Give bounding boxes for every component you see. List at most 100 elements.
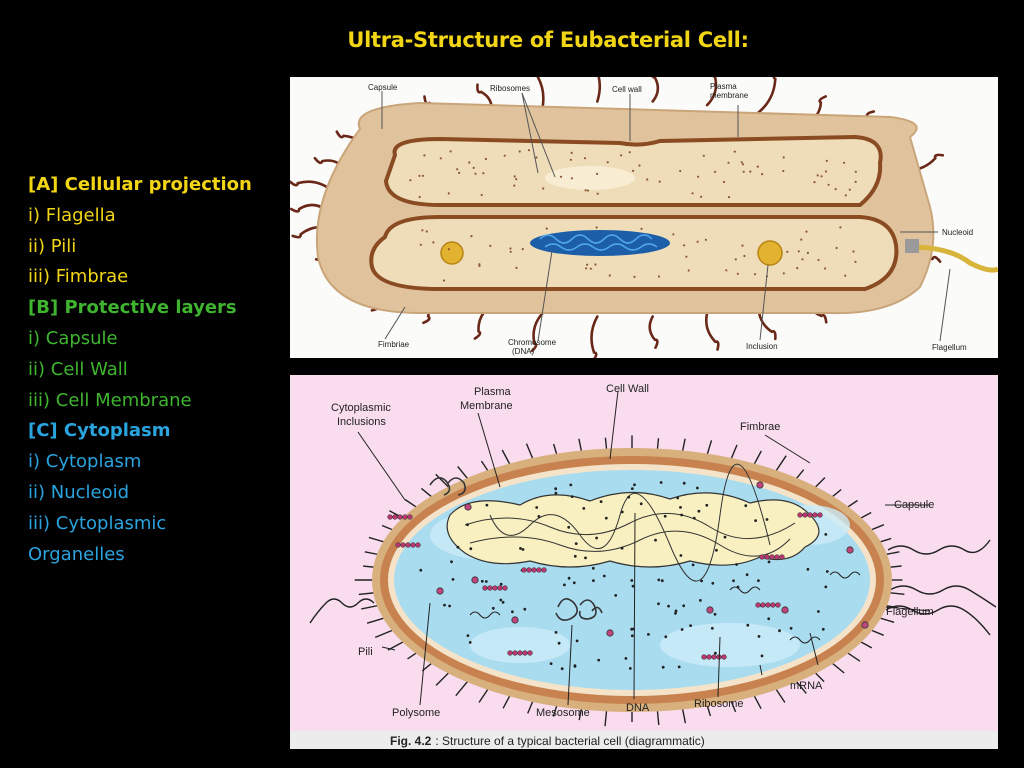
ribosome: [511, 610, 514, 614]
ribosome: [817, 258, 820, 262]
label-fimbriae: Fimbriae: [378, 340, 410, 349]
ribosome: [470, 235, 473, 238]
ribosome: [654, 538, 657, 542]
ribosome: [443, 603, 446, 607]
ribosome: [599, 500, 603, 503]
polysome-ribosome: [492, 585, 498, 591]
label-mrna: mRNA: [790, 680, 823, 692]
ribosome: [825, 570, 829, 573]
ribosome: [451, 578, 455, 581]
ribosome: [569, 483, 573, 487]
flagellum: [651, 77, 660, 103]
ribosome: [456, 168, 459, 171]
ribosome: [482, 172, 485, 175]
mesosome: [429, 477, 466, 496]
ribosome: [592, 579, 595, 582]
ribosome: [657, 275, 661, 278]
ribosome: [725, 269, 728, 272]
polysome-ribosome: [502, 585, 508, 591]
ribosome: [789, 626, 793, 630]
section-a-item: iii) Fimbrae: [28, 266, 129, 288]
label-dna: DNA: [626, 702, 650, 714]
mrna-strand: [789, 636, 821, 644]
ribosome: [509, 247, 512, 250]
caption-strip: [290, 731, 998, 749]
section-c-item: ii) Nucleoid: [28, 481, 130, 503]
ribosome: [674, 609, 678, 613]
polysome-ribosome: [797, 512, 803, 518]
ribosome: [824, 170, 828, 173]
cytoplasmic-inclusion: [756, 481, 764, 489]
ribosome: [485, 503, 489, 507]
ribosome: [745, 573, 749, 577]
ribosome: [447, 248, 450, 251]
polysome-ribosome: [755, 602, 761, 608]
ribosome: [608, 274, 611, 277]
cytoplasm-patch: [545, 166, 635, 190]
label-polysome: Polysome: [392, 707, 440, 719]
ribosome: [638, 164, 641, 167]
ribosome: [620, 510, 624, 514]
ribosome: [570, 177, 573, 180]
ribosome: [816, 174, 819, 177]
flagellum: [596, 77, 602, 103]
ribosome: [765, 518, 769, 521]
cytoplasmic-inclusion: [464, 503, 472, 511]
ribosome: [545, 227, 548, 230]
ribosome: [572, 581, 576, 585]
ribosome: [499, 598, 503, 602]
ribosome: [418, 174, 421, 177]
ribosome: [515, 178, 518, 181]
ribosome: [722, 180, 726, 184]
ribosome: [450, 560, 453, 564]
figure-caption-text: : Structure of a typical bacterial cell …: [435, 734, 704, 748]
flagellum: [887, 539, 991, 555]
ribosome: [639, 502, 643, 506]
mrna-strand: [829, 571, 861, 579]
ribosome: [499, 582, 503, 586]
ribosome: [782, 169, 785, 173]
ribosome: [535, 506, 539, 509]
ribosome: [595, 536, 598, 540]
ribosome: [800, 238, 803, 241]
ribosome: [824, 585, 828, 589]
label-ribosomes: Ribosomes: [490, 84, 530, 93]
ribosome: [542, 187, 545, 190]
ribosome: [503, 154, 506, 157]
ribosome: [824, 267, 827, 270]
ribosome: [439, 157, 442, 160]
ribosome: [835, 246, 838, 250]
ribosome: [585, 267, 588, 270]
ribosome: [640, 227, 643, 230]
polysome-ribosome: [487, 585, 493, 591]
dividing-bacterium-diagram: Capsule Ribosomes Cell wall Plasma membr…: [290, 77, 998, 358]
polysome-ribosome: [522, 650, 528, 656]
ribosome: [660, 579, 664, 583]
ribosome: [663, 514, 667, 518]
polysome-ribosome: [526, 567, 532, 573]
section-c-heading: [C] Cytoplasm: [28, 420, 171, 442]
ribosome: [735, 563, 738, 566]
ribosome: [767, 560, 771, 564]
ribosome: [491, 606, 495, 610]
ribosome: [480, 579, 484, 583]
cytoplasmic-inclusion: [436, 587, 444, 595]
nucleoid-dna: [530, 230, 670, 256]
ribosome: [778, 629, 781, 633]
cytoplasmic-inclusion: [706, 606, 714, 614]
ribosome: [647, 633, 650, 636]
ribosome: [801, 258, 804, 261]
polysome-ribosome: [817, 512, 823, 518]
cytoplasmic-inclusion: [861, 621, 869, 629]
ribosome: [679, 169, 682, 173]
polysome-ribosome: [410, 542, 416, 548]
ribosome: [624, 657, 628, 660]
ribosome: [679, 506, 682, 509]
ribosome: [589, 267, 592, 270]
label-plasma-membrane: Plasma: [474, 386, 512, 398]
ribosome: [604, 516, 608, 520]
ribosome: [723, 535, 727, 539]
ribosome: [827, 183, 830, 186]
ribosome: [734, 258, 737, 261]
ribosome: [478, 264, 481, 267]
